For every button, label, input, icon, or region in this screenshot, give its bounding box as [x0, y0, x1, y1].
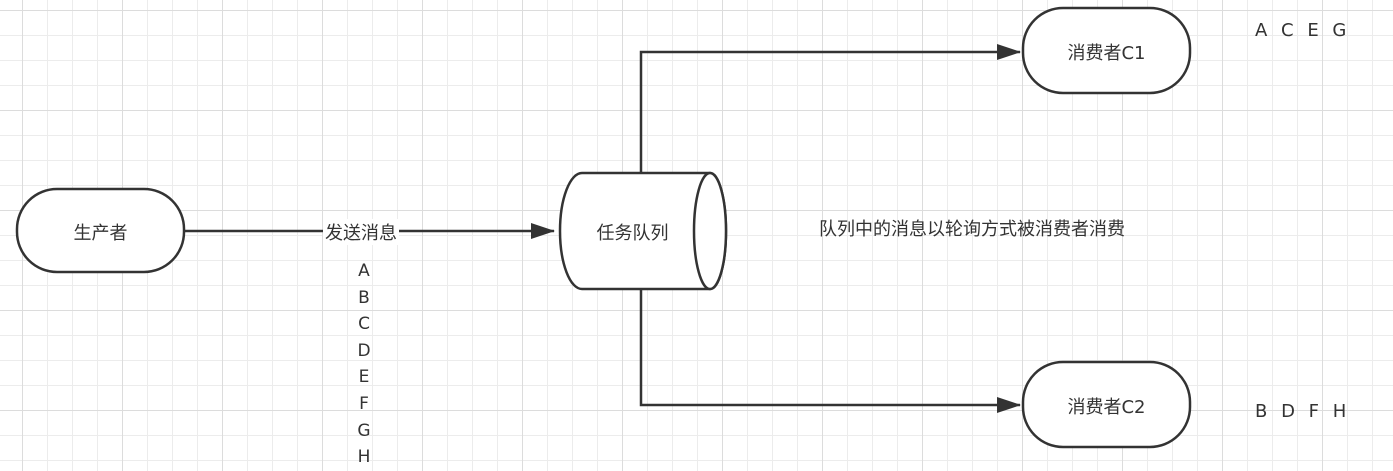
- message-item: A: [358, 261, 370, 281]
- queue-node[interactable]: [558, 171, 728, 291]
- message-item: H: [357, 447, 371, 468]
- consumer2-node[interactable]: [1021, 360, 1192, 449]
- message-list: A B C D E F G H: [354, 258, 374, 471]
- consumer1-received-messages: A C E G: [1255, 20, 1350, 41]
- message-item: D: [357, 340, 371, 361]
- send-message-label: 发送消息: [323, 219, 399, 245]
- producer-label: 生产者: [73, 223, 128, 244]
- round-robin-note: 队列中的消息以轮询方式被消费者消费: [819, 219, 1125, 240]
- edge-queue-to-consumer1[interactable]: [639, 44, 1021, 173]
- queue-label: 任务队列: [596, 223, 669, 244]
- consumer1-node[interactable]: [1021, 6, 1192, 95]
- message-item: C: [358, 314, 370, 335]
- message-item: F: [359, 393, 369, 414]
- consumer2-label: 消费者C2: [1067, 397, 1146, 418]
- edge-queue-to-consumer2[interactable]: [639, 289, 1021, 413]
- consumer1-label: 消费者C1: [1067, 43, 1146, 64]
- message-item: E: [358, 367, 370, 388]
- message-item: B: [358, 287, 370, 308]
- message-item: G: [357, 420, 371, 441]
- consumer2-received-messages: B D F H: [1255, 401, 1350, 422]
